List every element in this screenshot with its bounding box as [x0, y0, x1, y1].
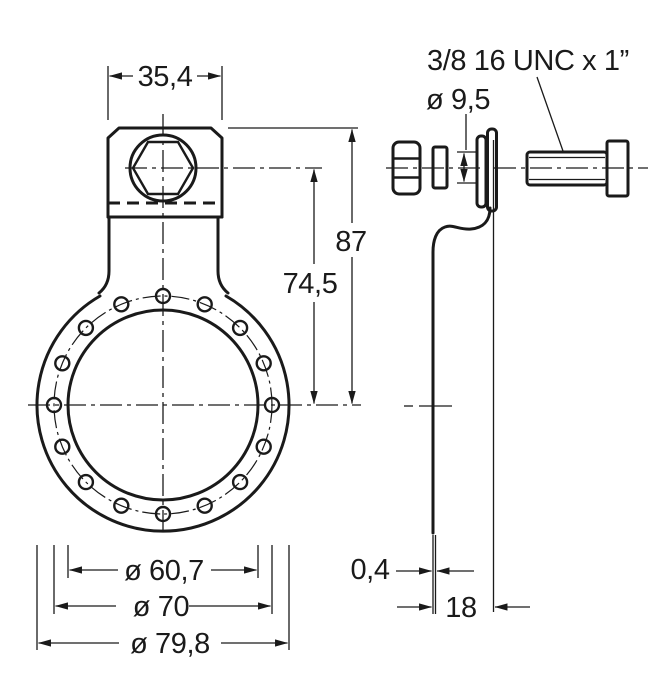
dim-tab-width-label: 35,4	[138, 61, 193, 93]
bolt-hole	[77, 473, 95, 491]
dim-total-height-label: 87	[335, 226, 366, 258]
bolt-holes	[45, 287, 281, 523]
bolt-hole	[231, 319, 249, 337]
bolt-circle	[53, 295, 273, 515]
dim-plate-thickness: 0,4	[350, 554, 474, 586]
dim-hole-diameter: ø 9,5	[426, 84, 490, 184]
bolt-head	[605, 139, 630, 198]
dim-plate-offset-label: 18	[445, 592, 476, 624]
label-thread-spec: 3/8 16 UNC x 1”	[427, 45, 629, 152]
dim-hole-height-label: 74,5	[283, 268, 338, 300]
bolt-hole	[196, 497, 213, 514]
thread-spec-text: 3/8 16 UNC x 1”	[427, 45, 629, 77]
bolt-hole	[113, 296, 130, 313]
leader-line	[536, 76, 564, 152]
bolt-hole	[54, 438, 71, 455]
bolt-hole	[113, 497, 130, 514]
dim-bore-diameter: ø 60,7	[67, 545, 259, 587]
dim-outer-diameter: ø 79,8	[36, 545, 290, 660]
flange-bore	[66, 308, 260, 502]
dim-bore-diameter-label: ø 60,7	[124, 555, 204, 587]
bolt-hole	[45, 396, 63, 414]
dim-plate-thickness-label: 0,4	[350, 554, 389, 586]
plate-face	[486, 127, 498, 213]
neck-left-edge	[97, 215, 111, 295]
clamp-washer	[475, 134, 488, 209]
dim-plate-offset: 18	[397, 592, 530, 624]
washer	[431, 145, 449, 190]
flange-outer-edge	[35, 294, 291, 533]
bolt-hole	[196, 296, 213, 313]
hex-socket	[131, 140, 195, 196]
dim-hole-diameter-label: ø 9,5	[426, 84, 490, 116]
hex-nut	[391, 140, 422, 196]
bolt-hole	[77, 319, 95, 337]
side-view: 3/8 16 UNC x 1” ø 9,5 0,4 18	[350, 45, 648, 624]
front-view: 35,4 87 74,5 ø 60,7 ø	[28, 61, 367, 660]
bolt-hole	[263, 396, 281, 414]
bolt-hole	[154, 505, 172, 523]
dim-outer-diameter-label: ø 79,8	[130, 628, 210, 660]
bolt-hole	[54, 355, 71, 372]
bolt-hole	[231, 473, 249, 491]
bolt-hole	[154, 287, 172, 305]
neck-right-edge	[216, 215, 230, 295]
dim-total-height: 87	[228, 127, 367, 405]
dim-hole-height: 74,5	[283, 168, 338, 405]
dim-bolt-circle-diameter-label: ø 70	[133, 591, 189, 623]
mounting-tab	[106, 126, 224, 219]
flexible-plate	[431, 206, 492, 535]
bolt-hole	[255, 438, 272, 455]
dim-bolt-circle-diameter: ø 70	[53, 545, 273, 623]
bolt-hole	[255, 355, 272, 372]
dim-tab-width: 35,4	[107, 61, 223, 120]
tab-hole	[128, 133, 198, 203]
